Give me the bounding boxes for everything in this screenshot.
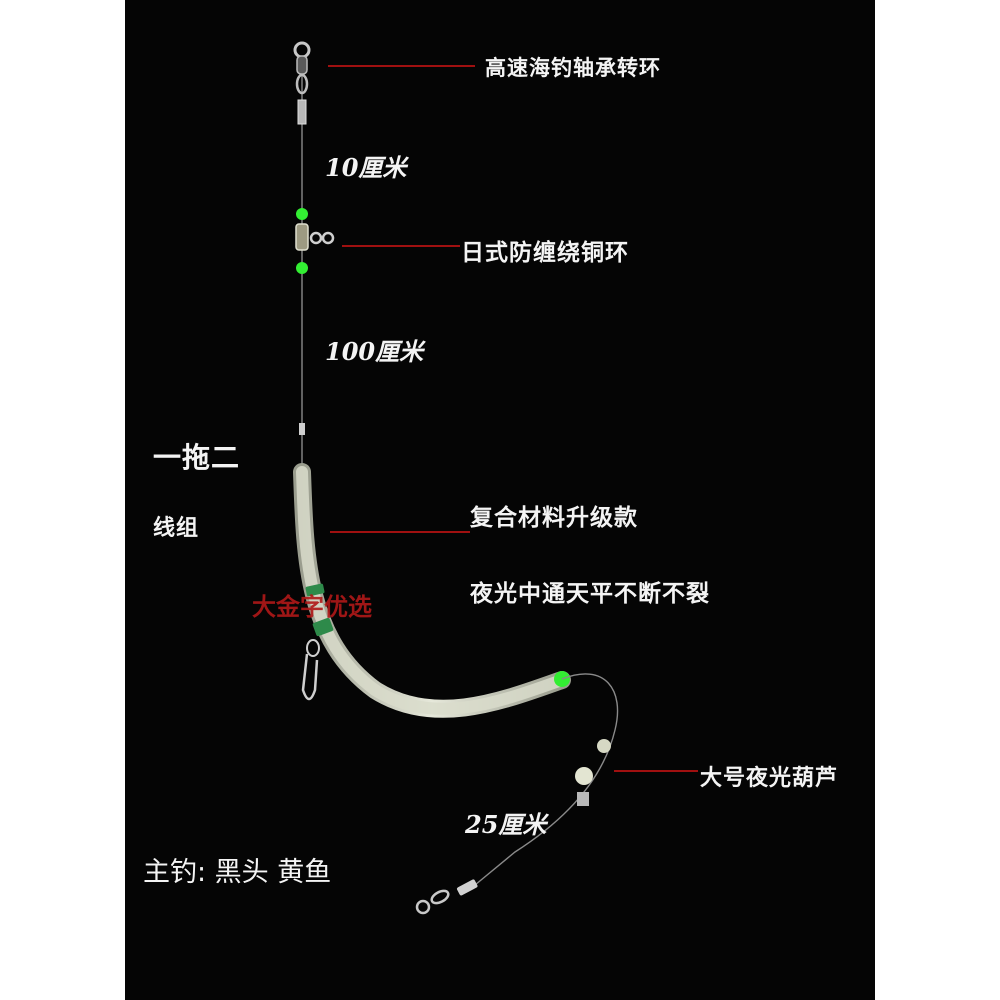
rig-type-label-line2: 线组: [153, 516, 200, 541]
branch-leader-line: [474, 673, 619, 886]
brand-watermark: 大金字优选: [252, 593, 372, 621]
composite-label: 复合材料升级款: [470, 505, 638, 531]
float-label: 大号夜光葫芦: [700, 766, 839, 791]
glow-bead-upper: [296, 208, 308, 220]
bottom-swivel: [415, 879, 478, 915]
distance-bottom: 25厘米: [465, 810, 547, 839]
swivel-label: 高速海钓轴承转环: [485, 56, 661, 80]
bearing-swivel: [293, 41, 311, 125]
glow-gourd-float: [575, 739, 611, 806]
anti-tangle-ring: [295, 223, 335, 251]
tube-band-2: [312, 617, 334, 637]
fishing-rig-illustration: [293, 41, 698, 915]
snap-clip: [301, 639, 320, 701]
distance-middle: 100厘米: [325, 337, 424, 366]
glow-bead-lower: [296, 262, 308, 274]
distance-top: 10厘米: [325, 153, 407, 182]
anti-tangle-label: 日式防缠绕铜环: [461, 240, 629, 266]
rig-type-label-line1: 一拖二: [153, 441, 241, 474]
glow-feature-label: 夜光中通天平不断不裂: [470, 581, 710, 607]
crimp-sleeve: [299, 423, 305, 435]
product-image-panel: 高速海钓轴承转环 日式防缠绕铜环 复合材料升级款 夜光中通天平不断不裂 大号夜光…: [125, 0, 875, 1000]
main-hook-label: 主钓: 黑头 黄鱼: [143, 857, 332, 888]
tube-band-1: [305, 583, 325, 597]
